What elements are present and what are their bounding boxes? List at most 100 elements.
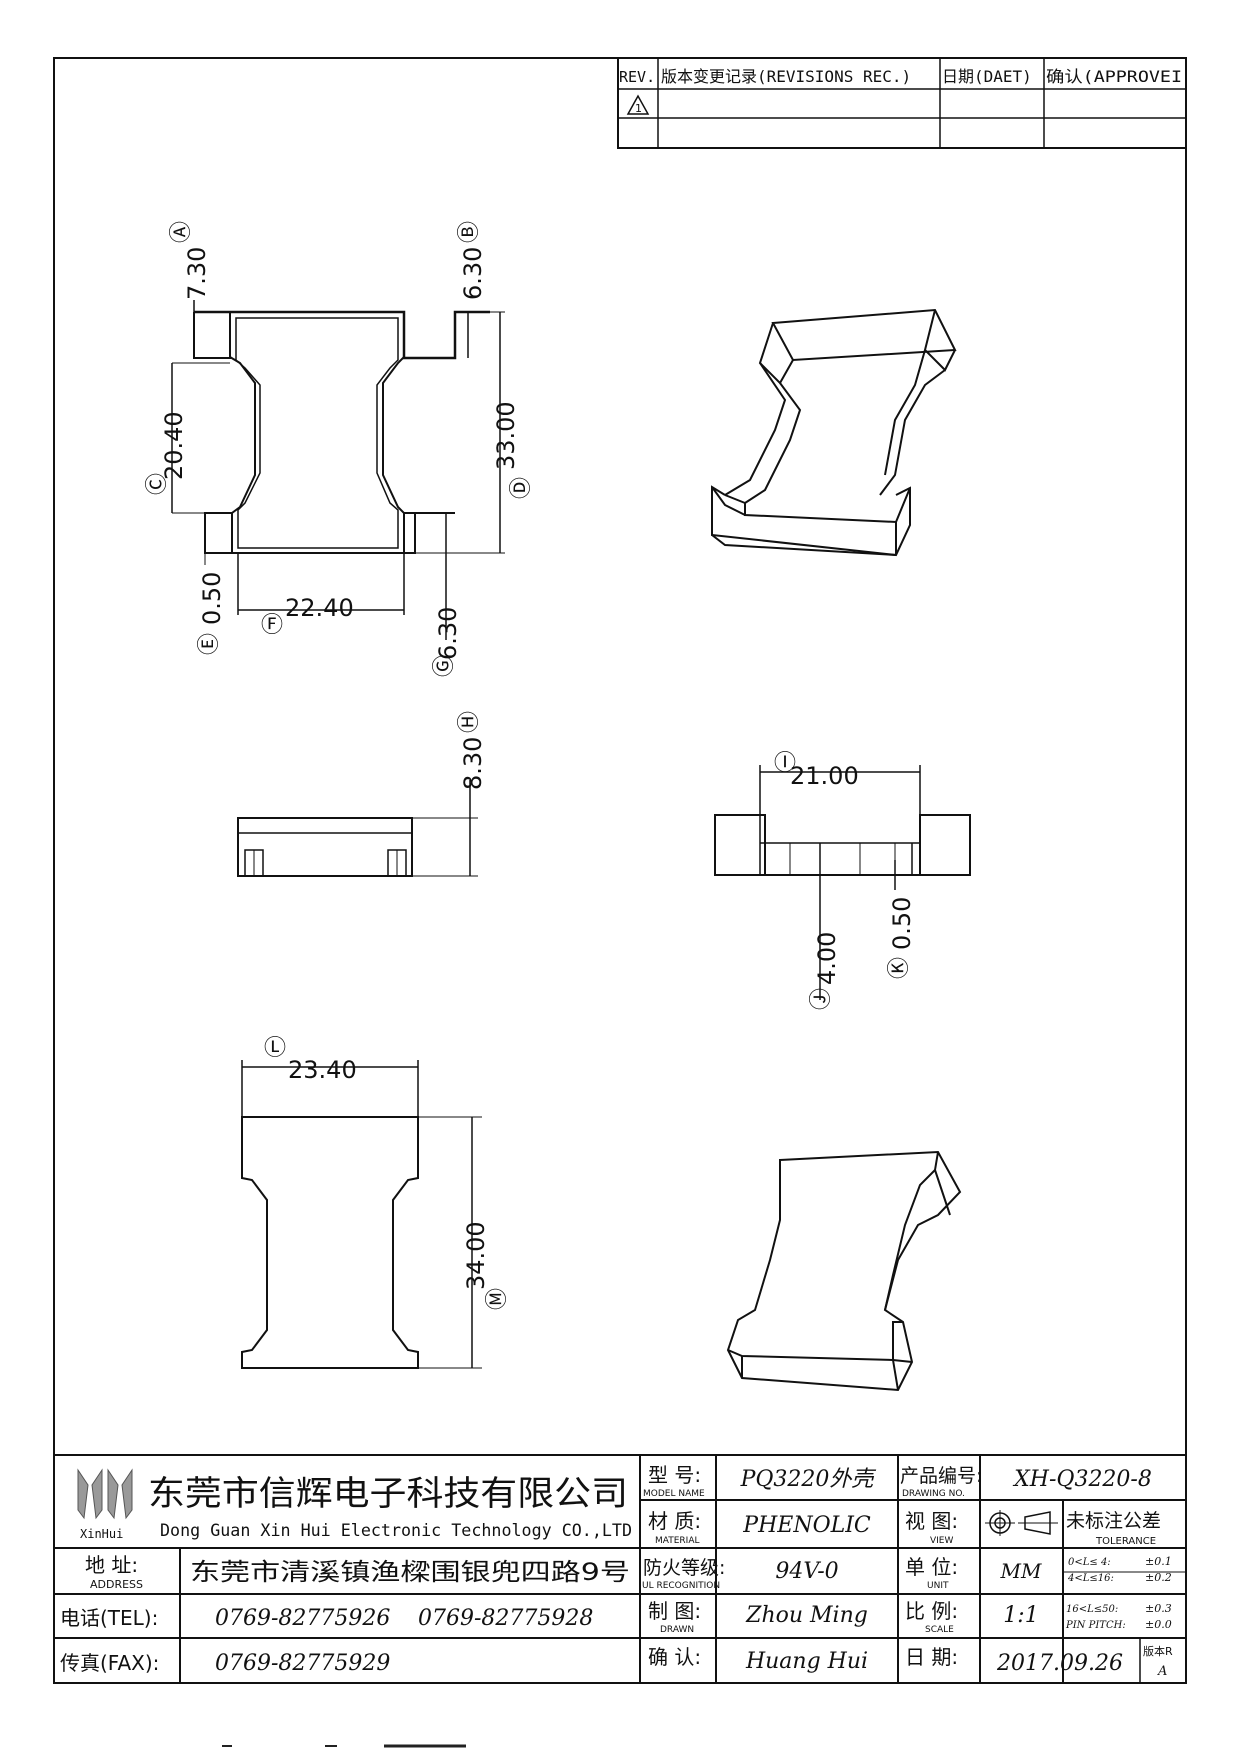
unit-label: 单 位:	[905, 1555, 958, 1579]
logo-text: XinHui	[80, 1527, 123, 1541]
dimension-K: 0.50 Ⓚ	[887, 897, 916, 979]
dimension-C: Ⓒ 20.40	[145, 411, 188, 495]
isometric-view-top	[711, 308, 957, 557]
material-label-en: MATERIAL	[655, 1536, 700, 1546]
company-name-cn: 东莞市信辉电子科技有限公司	[148, 1474, 628, 1514]
dim-M-value: 34.00	[462, 1221, 490, 1290]
address-label-en: ADDRESS	[90, 1578, 143, 1591]
dim-A-label: Ⓐ	[169, 221, 194, 243]
dimension-H: Ⓗ 8.30	[457, 711, 487, 790]
tol-4-range: PIN PITCH:	[1065, 1620, 1126, 1631]
dim-E-label: Ⓔ	[197, 633, 222, 655]
svg-text:1: 1	[635, 102, 642, 115]
ul-label-en: UL RECOGNITION	[642, 1581, 720, 1591]
tol-3-val: ±0.3	[1145, 1602, 1172, 1615]
drawn-label-en: DRAWN	[660, 1625, 694, 1635]
material-label: 材 质:	[648, 1509, 701, 1533]
dim-I-value: 21.00	[790, 762, 859, 790]
scale-label: 比 例:	[905, 1599, 958, 1623]
dim-E-value: 0.50	[198, 572, 226, 625]
ul-value: 94V-0	[775, 1559, 838, 1584]
dim-H-label: Ⓗ	[457, 711, 482, 733]
dimension-J: 4.00 Ⓙ	[809, 932, 841, 1010]
dimension-M: 34.00 Ⓜ	[462, 1221, 510, 1310]
date-col-header: 日期(DAET)	[942, 67, 1032, 86]
tel-2: 0769-82775928	[418, 1606, 593, 1631]
dimension-A: Ⓐ 7.30	[169, 221, 211, 300]
tel-label: 电话(TEL):	[60, 1606, 158, 1630]
dimension-L: Ⓛ 23.40	[264, 1036, 357, 1084]
version-label: 版本R	[1143, 1644, 1173, 1658]
tol-2-val: ±0.2	[1145, 1571, 1172, 1584]
side-view	[237, 780, 478, 877]
revision-table: REV. 版本变更记录(REVISIONS REC.) 日期(DAET) 确认(…	[617, 57, 1187, 149]
dim-L-value: 23.40	[288, 1056, 357, 1084]
front-view	[714, 765, 971, 1000]
dim-F-value: 22.40	[285, 594, 354, 622]
tol-4-val: ±0.0	[1145, 1618, 1172, 1631]
tol-1-range: 0<L≤ 4:	[1068, 1557, 1111, 1568]
dim-A-value: 7.30	[183, 247, 211, 300]
dim-K-value: 0.50	[888, 897, 916, 950]
dimension-F: 22.40 Ⓕ	[261, 594, 354, 638]
unit-label-en: UNIT	[927, 1581, 949, 1591]
rev-col-header: REV.	[619, 68, 655, 86]
address-label: 地 址:	[85, 1553, 138, 1577]
dim-C-value: 20.40	[160, 411, 188, 480]
dimension-I: Ⓘ 21.00	[774, 751, 859, 790]
xinhui-logo: XinHui	[77, 1468, 133, 1541]
unit-value: MM	[1000, 1559, 1042, 1583]
revision-triangle-icon: 1	[626, 94, 650, 115]
version-value: A	[1157, 1664, 1167, 1679]
approve-col-header: 确认(APPROVEI	[1046, 67, 1182, 86]
fax-value: 0769-82775929	[215, 1651, 390, 1676]
isometric-view-bottom	[726, 1150, 962, 1392]
dim-J-value: 4.00	[813, 932, 841, 985]
dimension-E: 0.50 Ⓔ	[197, 572, 226, 655]
dim-M-label: Ⓜ	[485, 1288, 510, 1310]
tolerance-title: 未标注公差	[1066, 1510, 1161, 1532]
dim-G-value: 6.30	[434, 607, 462, 660]
title-block: XinHui 东莞市信辉电子科技有限公司 Dong Guan Xin Hui E…	[53, 1454, 1187, 1684]
tolerance-en: TOLERANCE	[1095, 1536, 1156, 1547]
dimension-G: 6.30 Ⓖ	[432, 607, 462, 677]
scale-label-en: SCALE	[925, 1625, 954, 1635]
model-value: PQ3220外壳	[740, 1467, 877, 1492]
drawing-no-label-en: DRAWING NO.	[902, 1489, 965, 1499]
model-label-en: MODEL NAME	[643, 1489, 705, 1499]
sheet-border	[53, 57, 1187, 1684]
date-value: 2017.09.26	[996, 1651, 1123, 1676]
fax-label: 传真(FAX):	[60, 1651, 159, 1675]
tol-1-val: ±0.1	[1145, 1555, 1172, 1568]
drawn-label: 制 图:	[648, 1599, 701, 1623]
dim-D-label: Ⓓ	[509, 477, 534, 499]
dimension-D: 33.00 Ⓓ	[492, 401, 534, 499]
ul-label: 防火等级:	[643, 1557, 725, 1579]
model-label: 型 号:	[648, 1463, 701, 1487]
check-label: 确 认:	[648, 1645, 701, 1669]
view-label-en: VIEW	[930, 1536, 953, 1546]
dim-B-label: Ⓑ	[457, 221, 482, 243]
dim-H-value: 8.30	[459, 737, 487, 790]
dim-D-value: 33.00	[492, 401, 520, 470]
scale-value: 1:1	[1003, 1603, 1038, 1628]
bottom-view	[241, 1060, 482, 1369]
tol-3-range: 16<L≤50:	[1066, 1604, 1118, 1615]
projection-symbol-icon	[985, 1510, 1058, 1536]
check-value: Huang Hui	[745, 1649, 868, 1674]
tol-2-range: 4<L≤16:	[1067, 1573, 1114, 1584]
address-value: 东莞市清溪镇渔樑围银兜四路9号	[190, 1558, 630, 1586]
dim-B-value: 6.30	[459, 247, 487, 300]
drawn-value: Zhou Ming	[745, 1603, 868, 1628]
drawing-no-value: XH-Q3220-8	[1012, 1467, 1152, 1492]
dim-K-label: Ⓚ	[887, 957, 912, 979]
top-view-dimension-lines	[171, 300, 505, 640]
drawing-no-label: 产品编号:	[900, 1465, 982, 1487]
date-label: 日 期:	[905, 1645, 958, 1669]
dim-F-label: Ⓕ	[261, 613, 283, 638]
dim-J-label: Ⓙ	[809, 988, 834, 1010]
dimension-B: Ⓑ 6.30	[457, 221, 487, 300]
material-value: PHENOLIC	[742, 1513, 871, 1538]
company-name-en: Dong Guan Xin Hui Electronic Technology …	[160, 1521, 632, 1541]
